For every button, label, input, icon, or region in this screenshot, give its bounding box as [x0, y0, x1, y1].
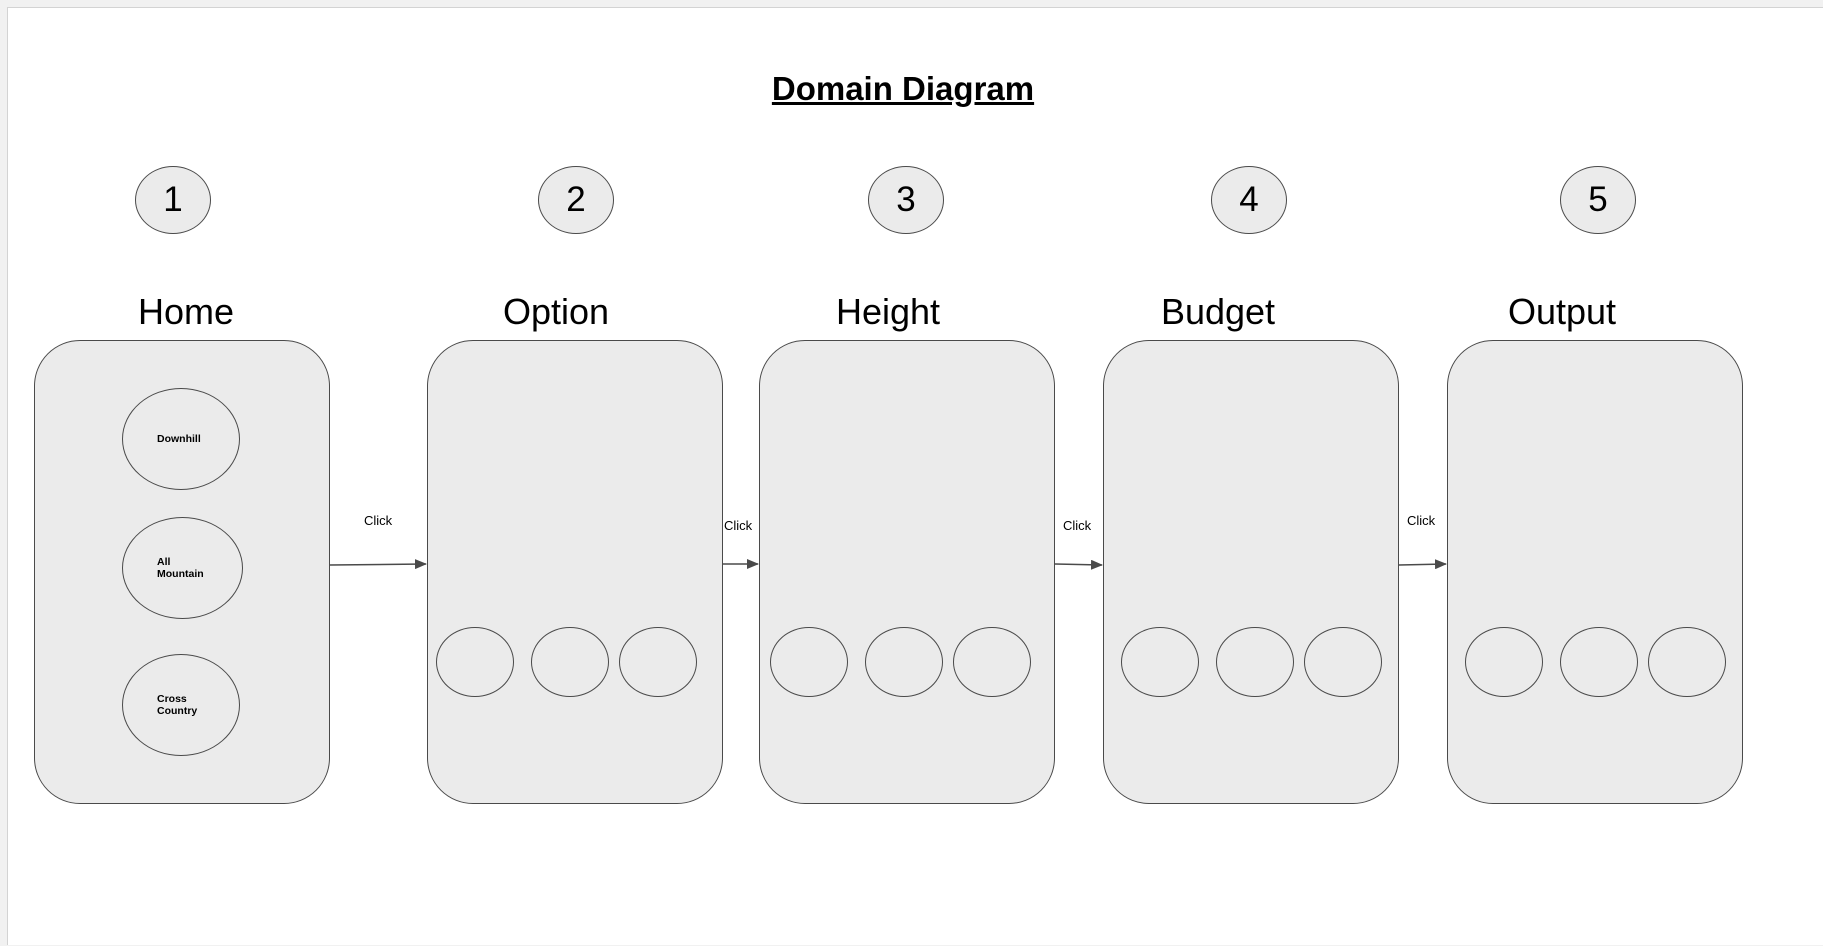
- transition-label-4: Click: [1407, 513, 1436, 528]
- option-all-mountain-label-line1: All: [157, 556, 171, 568]
- step-number-1: 1: [135, 166, 211, 234]
- screen-height: [759, 340, 1055, 804]
- diagram-canvas: Domain Diagram 1 2 3 4 5 Home Option Hei…: [7, 7, 1823, 945]
- screen-output: [1447, 340, 1743, 804]
- arrow-height-to-budget: [1054, 559, 1103, 570]
- arrow-budget-to-output: [1398, 559, 1447, 570]
- screen-label-home: Home: [137, 291, 235, 332]
- output-choice-circle[interactable]: [1648, 627, 1726, 697]
- screen-label-budget: Budget: [1160, 291, 1276, 332]
- screen-label-option: Option: [502, 291, 610, 332]
- arrow-home-to-option: [329, 559, 427, 570]
- option-choice-circle[interactable]: [531, 627, 609, 697]
- height-choice-circle[interactable]: [865, 627, 943, 697]
- option-all-mountain-label-line2: Mountain: [157, 568, 204, 580]
- budget-choice-circle[interactable]: [1216, 627, 1294, 697]
- height-choice-circle[interactable]: [770, 627, 848, 697]
- transition-arrows: [329, 559, 1447, 570]
- transition-label-2: Click: [724, 518, 753, 533]
- height-choice-circle[interactable]: [953, 627, 1031, 697]
- option-choice-circle[interactable]: [619, 627, 697, 697]
- screen-label-height: Height: [835, 291, 941, 332]
- option-downhill-label: Downhill: [157, 433, 201, 445]
- step-number-2: 2: [538, 166, 614, 234]
- option-cross-country-label-line2: Country: [157, 705, 198, 717]
- budget-choice-circle[interactable]: [1304, 627, 1382, 697]
- option-cross-country-label-line1: Cross: [157, 693, 187, 705]
- screen-label-output: Output: [1507, 291, 1617, 332]
- diagram-title: Domain Diagram: [771, 70, 1035, 107]
- output-choice-circle[interactable]: [1560, 627, 1638, 697]
- screen-option: [427, 340, 723, 804]
- screen-budget: [1103, 340, 1399, 804]
- step-number-5: 5: [1560, 166, 1636, 234]
- step-number-4: 4: [1211, 166, 1287, 234]
- output-choice-circle[interactable]: [1465, 627, 1543, 697]
- transition-label-1: Click: [364, 513, 393, 528]
- option-choice-circle[interactable]: [436, 627, 514, 697]
- step-number-3: 3: [868, 166, 944, 234]
- transition-label-3: Click: [1063, 518, 1092, 533]
- option-downhill[interactable]: Downhill: [122, 388, 240, 490]
- budget-choice-circle[interactable]: [1121, 627, 1199, 697]
